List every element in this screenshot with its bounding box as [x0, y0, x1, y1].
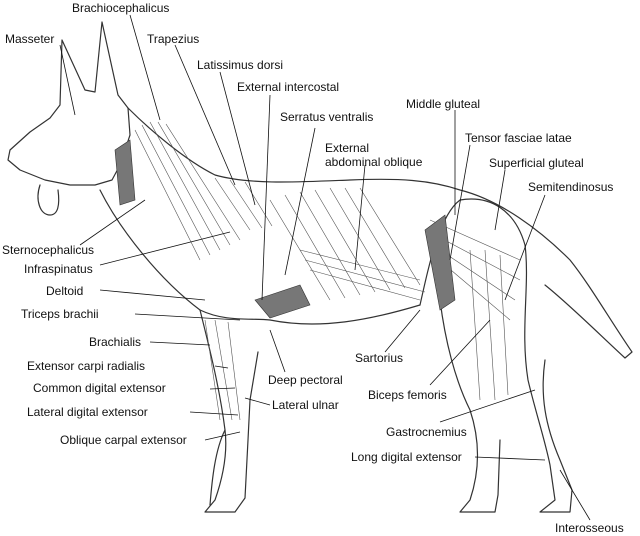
label-lateral-digital-extensor: Lateral digital extensor [27, 405, 148, 419]
label-external-abdominal-oblique-line2: abdominal oblique [325, 155, 423, 169]
label-biceps-femoris: Biceps femoris [368, 388, 447, 402]
label-sartorius: Sartorius [355, 351, 404, 365]
label-serratus-ventralis: Serratus ventralis [280, 110, 374, 124]
label-sternocephalicus: Sternocephalicus [2, 243, 95, 257]
label-latissimus-dorsi: Latissimus dorsi [197, 58, 284, 72]
muscle-fibres [114, 121, 521, 421]
label-brachiocephalicus: Brachiocephalicus [72, 1, 170, 15]
label-triceps-brachii: Triceps brachii [21, 307, 99, 321]
label-deltoid: Deltoid [46, 284, 84, 298]
label-gastrocnemius: Gastrocnemius [386, 425, 467, 439]
label-brachialis: Brachialis [89, 335, 142, 349]
label-external-abdominal-oblique: External abdominal oblique [325, 141, 422, 169]
label-external-intercostal: External intercostal [237, 80, 340, 94]
label-oblique-carpal-extensor: Oblique carpal extensor [60, 433, 187, 447]
label-trapezius: Trapezius [147, 32, 200, 46]
label-semitendinosus: Semitendinosus [528, 180, 614, 194]
label-extensor-carpi-radialis: Extensor carpi radialis [27, 359, 146, 373]
label-middle-gluteal: Middle gluteal [406, 97, 481, 111]
label-lateral-ulnar: Lateral ulnar [272, 398, 339, 412]
label-superficial-gluteal: Superficial gluteal [489, 156, 584, 170]
label-deep-pectoral: Deep pectoral [268, 373, 343, 387]
label-external-abdominal-oblique-line1: External [325, 141, 370, 155]
leader-lines [59, 14, 591, 521]
label-masseter: Masseter [5, 32, 55, 46]
label-infraspinatus: Infraspinatus [24, 262, 93, 276]
label-interosseous: Interosseous [555, 521, 624, 535]
label-long-digital-extensor: Long digital extensor [351, 450, 462, 464]
label-tensor-fasciae-latae: Tensor fasciae latae [465, 131, 572, 145]
label-common-digital-extensor: Common digital extensor [33, 381, 166, 395]
